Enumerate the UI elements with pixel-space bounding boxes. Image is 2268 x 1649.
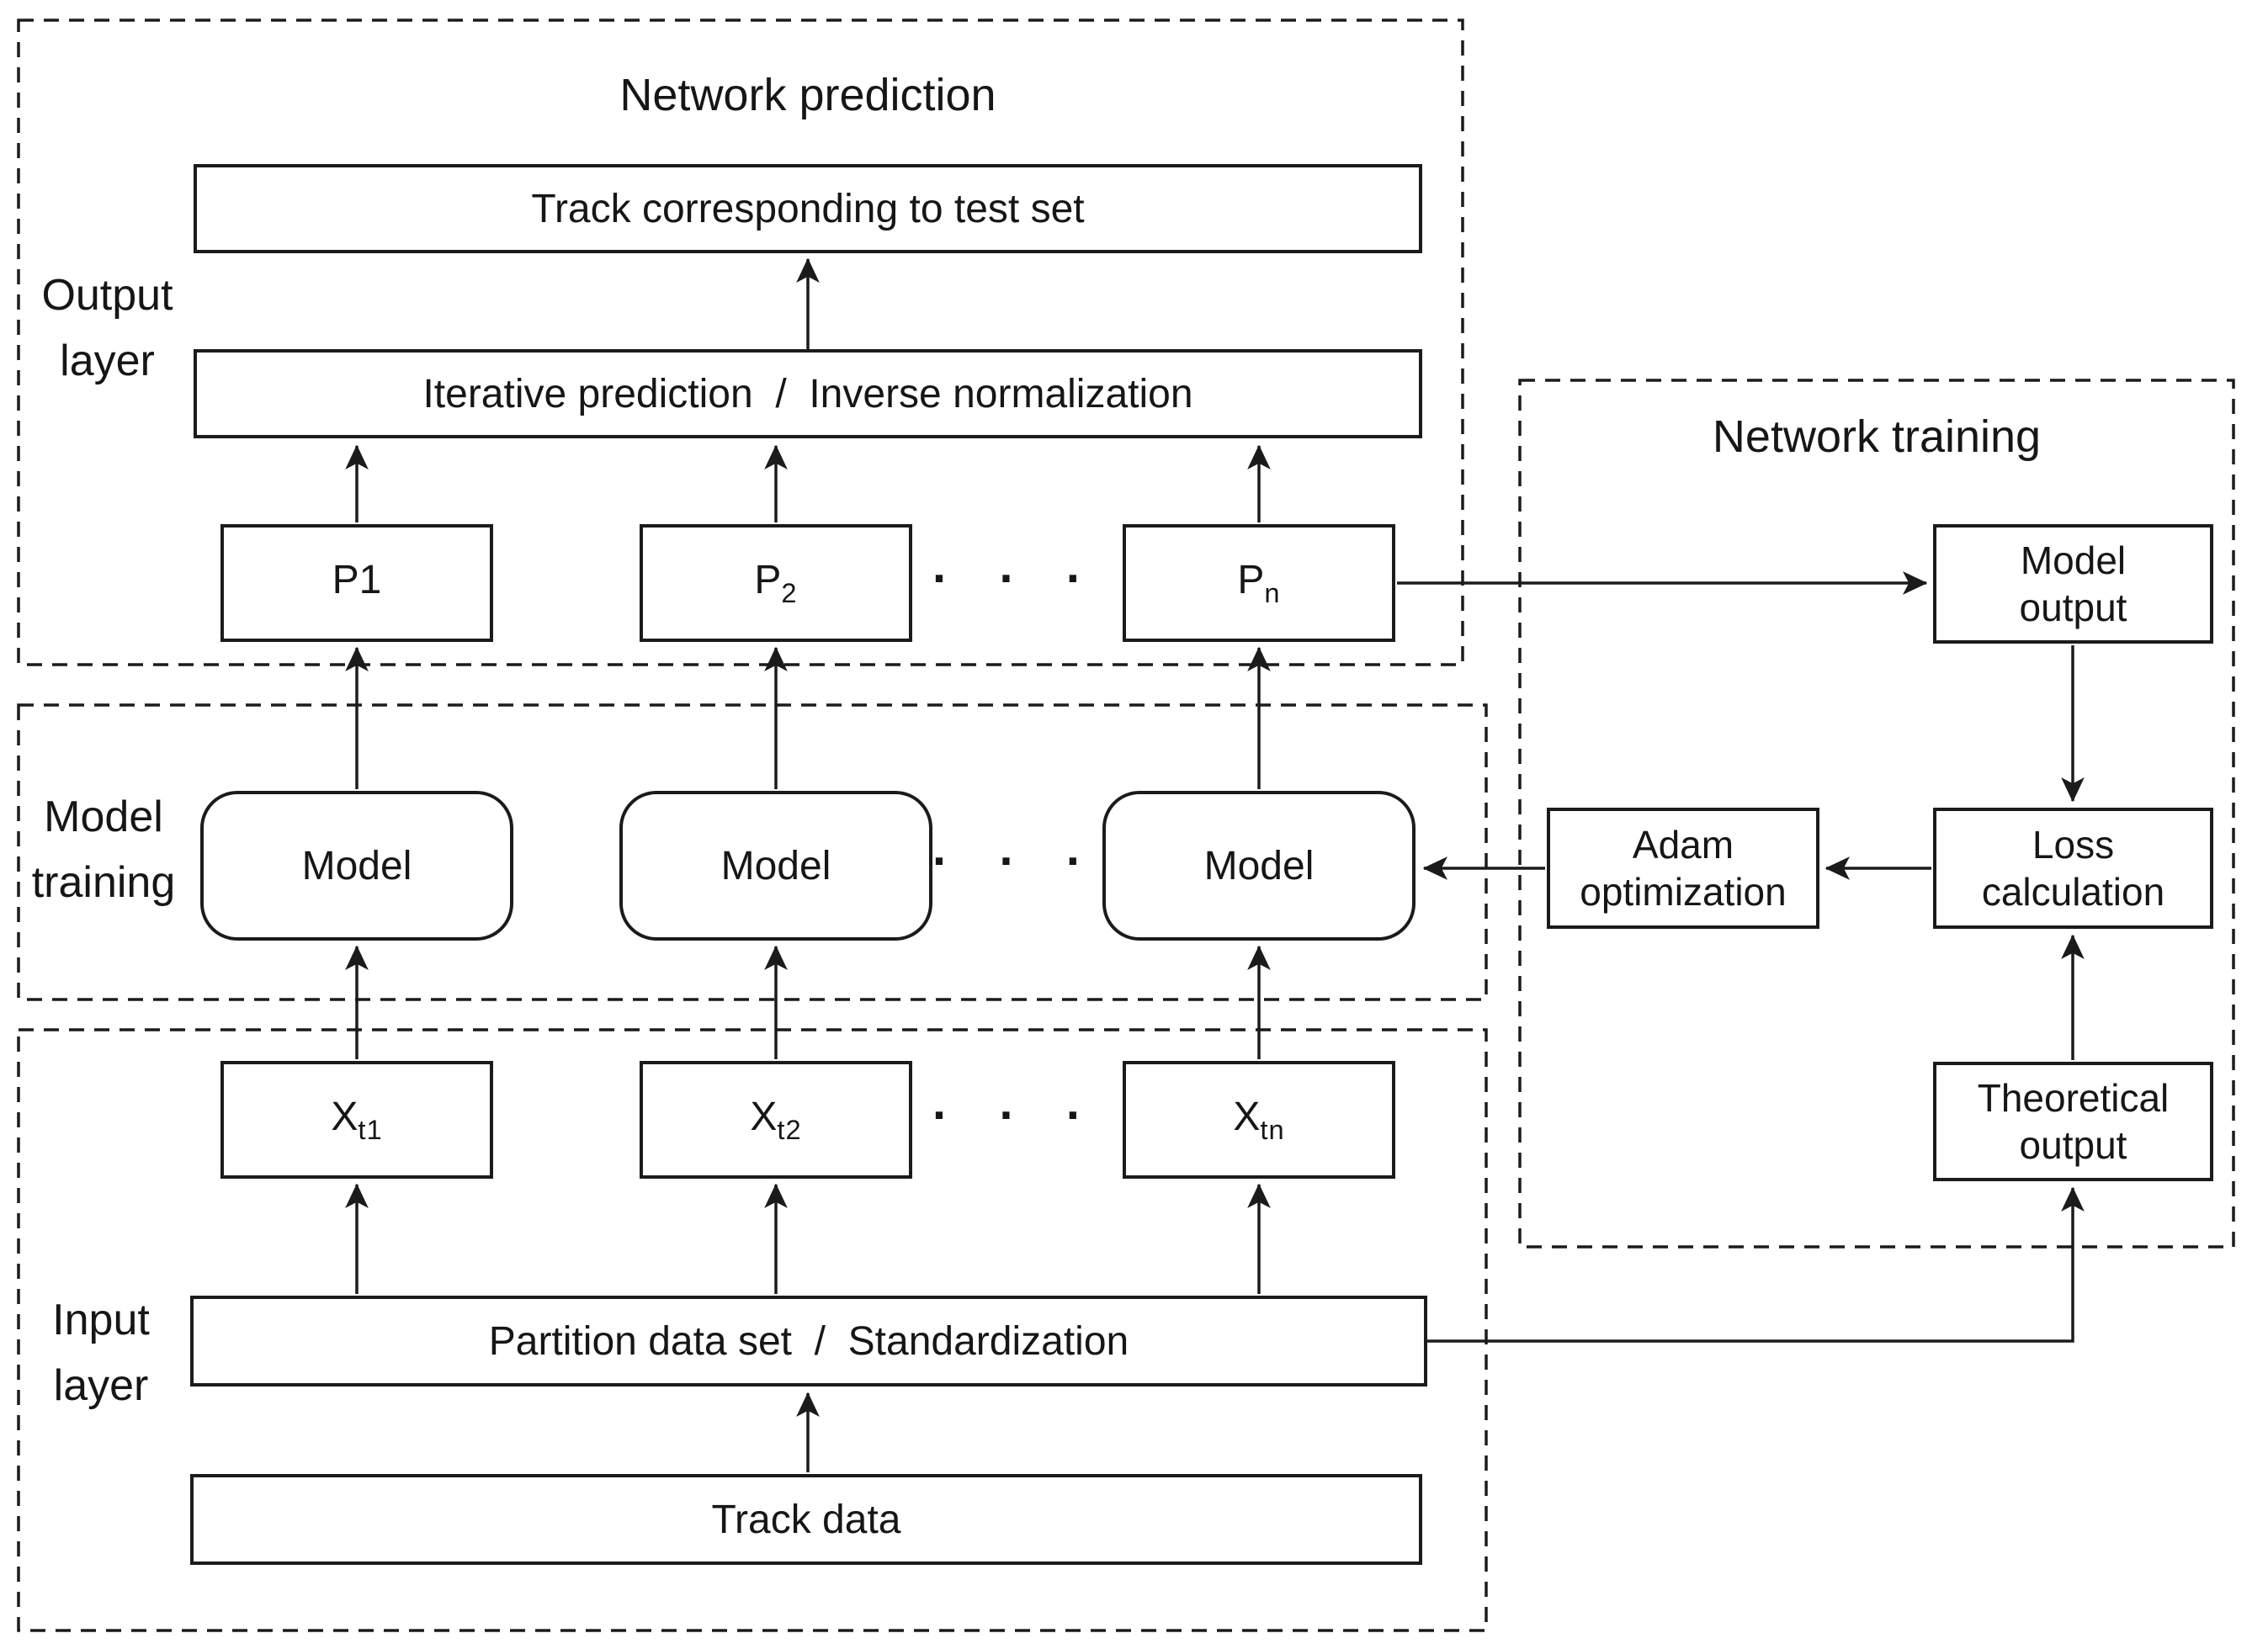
model-training-label: Model training — [31, 793, 176, 907]
xtn-label: Xtn — [1233, 1094, 1285, 1146]
network-training-title: Network training — [1712, 411, 2042, 462]
track-data-box: Track data — [190, 1474, 1422, 1565]
network-prediction-title: Network prediction — [619, 70, 996, 120]
model-row-ellipsis: · · · — [932, 834, 1102, 889]
p1-label: P1 — [332, 557, 382, 602]
xt2-box: Xt2 — [640, 1061, 912, 1179]
model3-box: Model — [1102, 791, 1416, 941]
input-layer-container — [17, 1028, 1488, 1632]
input-layer-label: Input layer — [52, 1296, 150, 1410]
pn-label: Pn — [1237, 557, 1281, 609]
network-prediction-container — [17, 19, 1464, 666]
x-row-ellipsis: · · · — [932, 1088, 1102, 1143]
output-layer-label: Output layer — [41, 271, 173, 385]
model2-box: Model — [619, 791, 932, 941]
xtn-box: Xtn — [1123, 1061, 1395, 1179]
p2-box: P2 — [640, 524, 912, 642]
pn-box: Pn — [1123, 524, 1395, 642]
xt1-label: Xt1 — [331, 1094, 383, 1146]
model-training-container — [17, 703, 1488, 1001]
network-training-container — [1518, 379, 2235, 1249]
iterative-prediction-box: Iterative prediction / Inverse normaliza… — [194, 349, 1422, 438]
arrow-partition-to-theoretical — [1427, 1186, 2085, 1343]
xt1-box: Xt1 — [220, 1061, 493, 1179]
partition-standardization-box: Partition data set / Standardization — [190, 1296, 1427, 1387]
xt2-label: Xt2 — [750, 1094, 802, 1146]
p2-label: P2 — [754, 557, 798, 609]
track-test-set-box: Track corresponding to test set — [194, 164, 1422, 253]
p1-box: P1 — [220, 524, 493, 642]
p-row-ellipsis: · · · — [932, 551, 1102, 607]
model1-box: Model — [200, 791, 513, 941]
